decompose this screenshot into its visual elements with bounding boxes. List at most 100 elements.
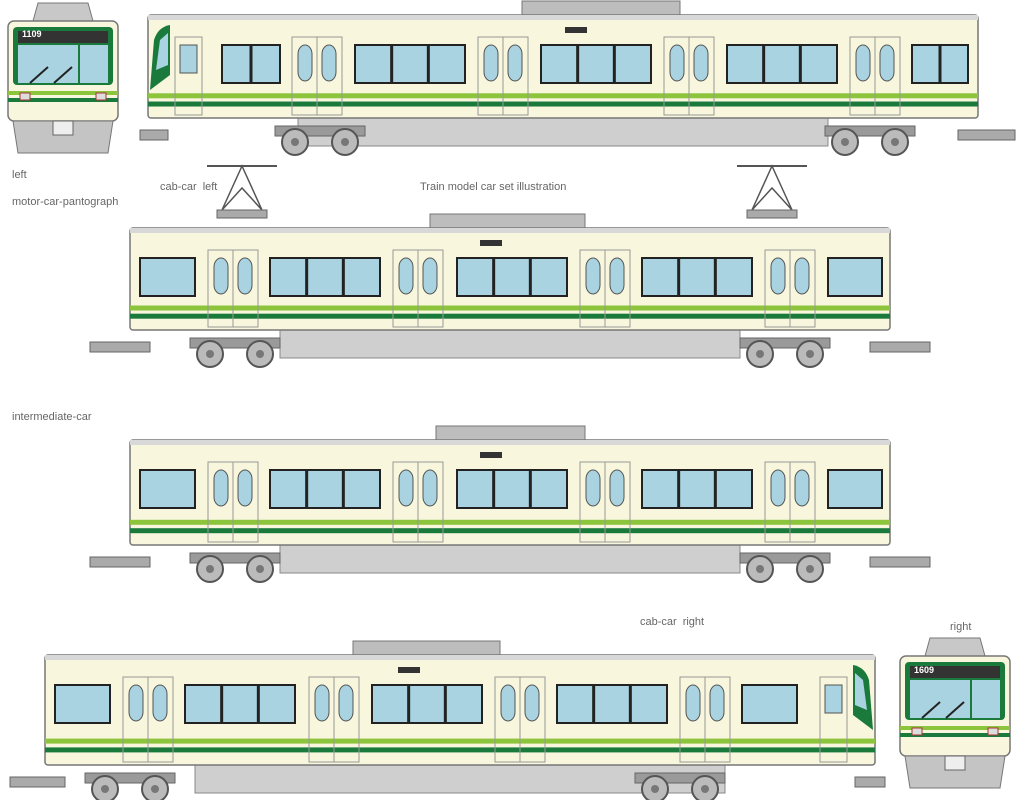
window (641, 257, 753, 297)
door-window (794, 469, 810, 507)
wheel-hub (651, 785, 659, 793)
bogie-frame (189, 552, 281, 564)
door-window (213, 469, 229, 507)
coupler (957, 129, 1016, 141)
pantograph-arm (751, 164, 793, 211)
window (354, 44, 466, 84)
front-view-right (899, 637, 1011, 789)
coupler (869, 556, 931, 568)
door-window (507, 44, 523, 82)
stripe-dark-green (8, 98, 118, 102)
wheel-hub (701, 785, 709, 793)
window (54, 684, 111, 724)
door-window (398, 257, 414, 295)
door-window (237, 257, 253, 295)
wheel-hub (206, 565, 214, 573)
door-window (609, 469, 625, 507)
bogie-frame (84, 772, 176, 784)
wiper (53, 66, 73, 84)
wheel-hub (291, 138, 299, 146)
coupler (9, 776, 66, 788)
window (741, 684, 798, 724)
stripe-dark-green (130, 528, 890, 534)
wheel-hub (891, 138, 899, 146)
door-window (128, 684, 144, 722)
headlight (911, 727, 923, 736)
window (139, 469, 196, 509)
front-skirt (904, 755, 1006, 789)
roof-edge (130, 228, 890, 233)
door-window (693, 44, 709, 82)
window (269, 257, 381, 297)
door-window (398, 469, 414, 507)
door-window (794, 257, 810, 295)
coupler (89, 341, 151, 353)
wheel-hub (841, 138, 849, 146)
underfloor-equipment (279, 544, 741, 574)
roof-equipment (429, 213, 586, 229)
window (540, 44, 652, 84)
stripe-dark-green (45, 747, 875, 753)
door-window (879, 44, 895, 82)
bogie-frame (739, 337, 831, 349)
wheel-hub (341, 138, 349, 146)
destination-sign (565, 27, 587, 33)
door-window (422, 257, 438, 295)
coupler (139, 129, 169, 141)
coupler-front (944, 755, 966, 771)
wiper (921, 701, 941, 719)
destination-sign (480, 240, 502, 246)
door-window (524, 684, 540, 722)
roof-equipment (435, 425, 586, 441)
destination-sign (398, 667, 420, 673)
bogie-frame (739, 552, 831, 564)
stripe-light-green (8, 91, 118, 95)
wiper (945, 701, 965, 719)
window (827, 469, 883, 509)
underfloor-equipment (297, 117, 829, 147)
door-window (338, 684, 354, 722)
destination-sign (480, 452, 502, 458)
stripe-light-green (130, 519, 890, 525)
door-window (483, 44, 499, 82)
stripe-light-green (45, 738, 875, 744)
door-window (585, 257, 601, 295)
door-window (321, 44, 337, 82)
window (139, 257, 196, 297)
wheel-hub (806, 565, 814, 573)
door-window (770, 469, 786, 507)
front-window (80, 45, 108, 83)
pantograph-base (746, 209, 798, 219)
window (269, 469, 381, 509)
cab-window (156, 33, 168, 70)
front-skirt (12, 120, 114, 154)
stripe-light-green (148, 93, 978, 99)
door-window (152, 684, 168, 722)
window (556, 684, 668, 724)
wheel-hub (206, 350, 214, 358)
cab-door-window (824, 684, 843, 714)
stripe-dark-green (130, 313, 890, 319)
window (827, 257, 883, 297)
window (726, 44, 838, 84)
door-window (237, 469, 253, 507)
coupler (854, 776, 886, 788)
car-3 (89, 425, 931, 583)
wheel-hub (756, 350, 764, 358)
roof-equipment (521, 0, 681, 16)
wheel-hub (806, 350, 814, 358)
door-window (709, 684, 725, 722)
car-1 (139, 0, 1016, 156)
wheel-hub (101, 785, 109, 793)
cab-door-window (179, 44, 198, 74)
pantograph-arm (221, 164, 263, 211)
door-window (855, 44, 871, 82)
underfloor-equipment (279, 329, 741, 359)
window (184, 684, 296, 724)
headlight (19, 92, 31, 101)
coupler-front (52, 120, 74, 136)
front-window (910, 680, 970, 718)
window (641, 469, 753, 509)
wheel-hub (256, 565, 264, 573)
